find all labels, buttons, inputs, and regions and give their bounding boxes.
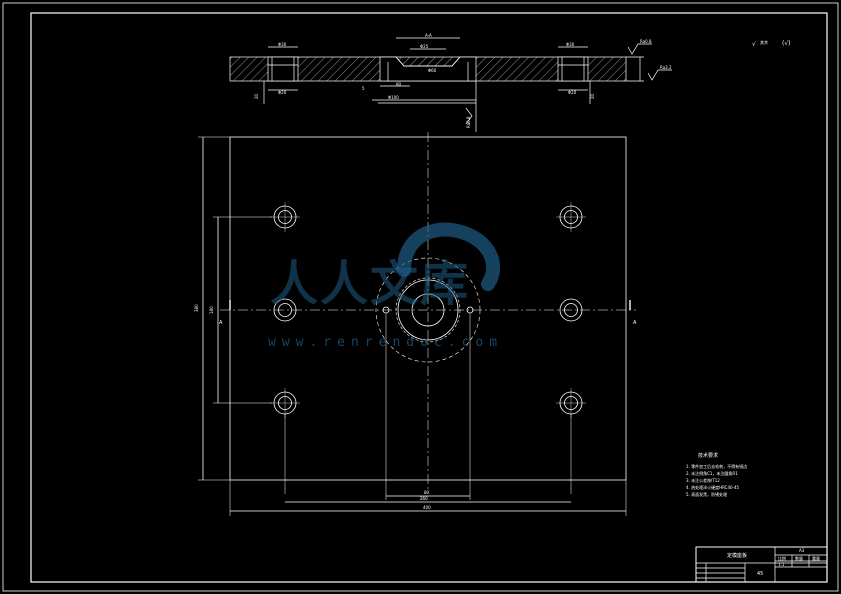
part-name: 定模座板 bbox=[727, 552, 747, 559]
technical-notes: 技术要求 1. 零件加工后去毛刺，不得有锐边 2. 未注倒角C1，未注圆角R1 … bbox=[686, 452, 747, 497]
dim-right-hole-dia: Φ30 bbox=[566, 42, 575, 47]
title-block bbox=[695, 546, 828, 583]
dim-center-height: 5 bbox=[362, 86, 365, 91]
note-1: 1. 零件加工后去毛刺，不得有锐边 bbox=[686, 463, 747, 469]
plan-view bbox=[198, 132, 636, 516]
center-bore-outer bbox=[397, 279, 459, 341]
dim-width-inner: 80 bbox=[424, 490, 430, 495]
dim-center-top: Φ25 bbox=[420, 44, 429, 49]
weight-label: 重量 bbox=[812, 555, 820, 561]
notes-title: 技术要求 bbox=[698, 452, 718, 459]
ring-dashed-outer bbox=[375, 257, 481, 363]
watermark-logo-swoosh-icon bbox=[397, 222, 501, 291]
dim-left-hole-dia: Φ30 bbox=[278, 42, 287, 47]
scale-value: 1:1 bbox=[778, 562, 785, 567]
watermark-url: www.renrendoc.com bbox=[268, 335, 503, 350]
dim-left-counter: Φ20 bbox=[278, 90, 287, 95]
ring-dashed-inner bbox=[395, 277, 461, 343]
scale-label: 比例 bbox=[778, 555, 786, 561]
sheet-border-inner bbox=[30, 12, 828, 583]
material: 45 bbox=[757, 571, 763, 577]
note-2: 2. 未注倒角C1，未注圆角R1 bbox=[686, 470, 738, 476]
roughness-symbol: √ bbox=[752, 41, 756, 48]
dim-left-depth: 20 bbox=[254, 93, 259, 99]
note-3: 3. 未注公差按IT12 bbox=[686, 477, 720, 483]
plan-dimension-texts: 380 180 80 260 400 A A bbox=[194, 304, 637, 510]
dim-center-bore: Φ60 bbox=[428, 68, 437, 73]
roughness-label: 其余 bbox=[760, 39, 768, 45]
section-mark-right: A bbox=[633, 320, 637, 326]
note-5: 5. 表面发黑，防锈处理 bbox=[686, 491, 727, 497]
dim-width-mid: 260 bbox=[420, 496, 428, 501]
center-bore-inner bbox=[411, 293, 445, 327]
watermark: 人人文库 www.renrendoc.com bbox=[268, 222, 503, 350]
watermark-chinese: 人人文库 bbox=[270, 256, 470, 312]
dim-ring-dia: Φ100 bbox=[388, 95, 399, 100]
note-4: 4. 热处理淬火硬度HRC40-45 bbox=[686, 484, 740, 490]
dim-right-counter: Φ20 bbox=[568, 90, 577, 95]
dim-height-outer: 380 bbox=[194, 304, 199, 312]
roughness-top: Ra0.8 bbox=[640, 39, 652, 44]
dim-right-depth: 20 bbox=[590, 93, 595, 99]
roughness-side: Ra3.2 bbox=[660, 65, 672, 70]
roughness-note: √ 其余 (√) bbox=[752, 39, 791, 48]
dim-width-overall: 400 bbox=[423, 505, 431, 510]
title-block-texts: 定模座板 A3 45 比例 数量 重量 1:1 bbox=[727, 548, 820, 577]
roughness-bracket: (√) bbox=[782, 40, 791, 47]
section-mark-left: A bbox=[219, 320, 223, 326]
dim-height-inner: 180 bbox=[209, 306, 214, 314]
dim-section-label: A-A bbox=[425, 33, 432, 38]
drawing-code: A3 bbox=[799, 548, 805, 553]
qty-label: 数量 bbox=[795, 555, 803, 561]
roughness-center: Ra0.8 bbox=[466, 116, 471, 128]
dim-center-width: 80 bbox=[396, 82, 402, 87]
section-view bbox=[229, 37, 672, 132]
section-right-hole bbox=[557, 56, 589, 82]
section-left-hole bbox=[267, 56, 299, 82]
section-dimension-texts: Φ30 Φ30 Φ20 Φ20 20 20 Φ25 A-A 80 5 Φ100 … bbox=[254, 33, 672, 128]
